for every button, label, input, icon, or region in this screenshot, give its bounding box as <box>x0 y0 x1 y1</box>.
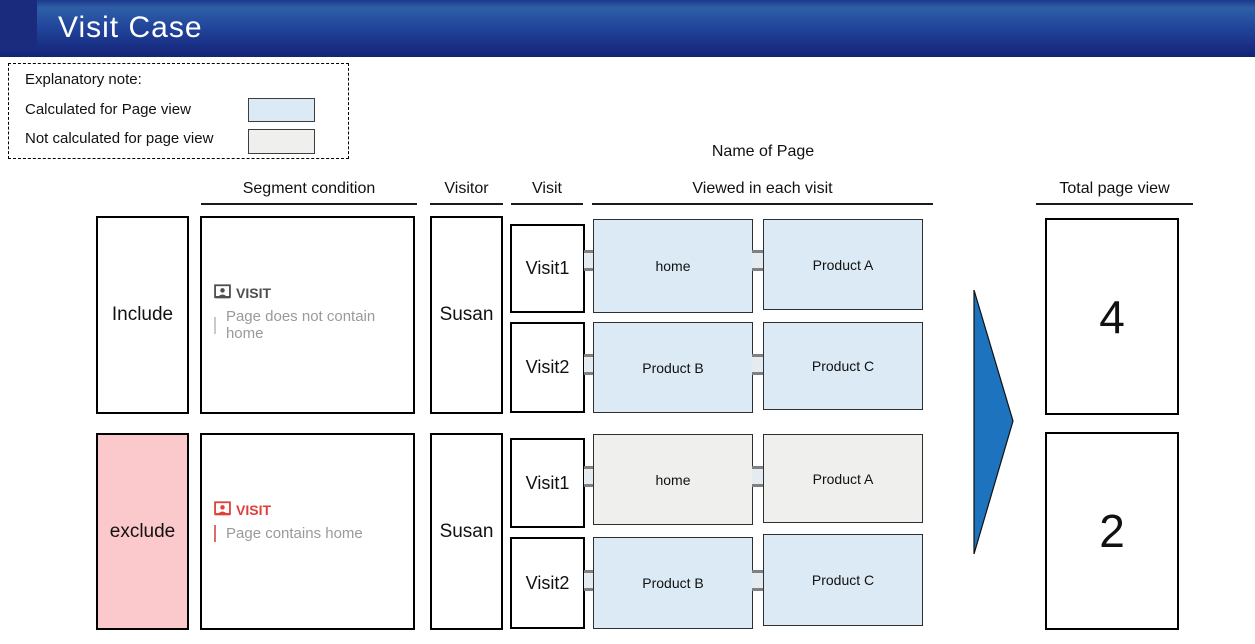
segment-condition-content: VISIT Page contains home <box>214 501 363 542</box>
mode-box-exclude: exclude <box>96 433 189 630</box>
total-page-view-box: 4 <box>1045 218 1179 415</box>
page-box: Product C <box>763 322 923 410</box>
visit-person-in-monitor-icon <box>214 501 231 516</box>
segment-condition-box-include: VISIT Page does not contain home <box>200 216 415 414</box>
visit-box: Visit1 <box>510 224 585 313</box>
segment-condition-content: VISIT Page does not contain home <box>214 284 413 342</box>
segment-scope-label: VISIT <box>236 284 272 301</box>
connector <box>584 354 594 375</box>
segment-condition-text: Page contains home <box>226 525 363 542</box>
connector <box>584 250 594 271</box>
page-box: Product C <box>763 534 923 626</box>
page-title: Visit Case <box>58 11 203 44</box>
condition-indent-bar <box>214 525 216 542</box>
visit-box: Visit2 <box>510 322 585 413</box>
connector <box>752 466 764 487</box>
legend-swatch-calculated <box>248 98 315 122</box>
column-header-name-of-page: Name of Page <box>711 143 815 160</box>
segment-scope-label: VISIT <box>236 501 272 518</box>
title-bar: Visit Case <box>0 0 1255 57</box>
connector <box>584 466 594 487</box>
connector <box>752 570 764 591</box>
legend-item-label-calculated: Calculated for Page view <box>25 101 191 118</box>
visitor-box: Susan <box>430 433 503 630</box>
segment-condition-text: Page does not contain home <box>225 308 376 342</box>
column-header-total-page-view: Total page view <box>1036 180 1193 205</box>
column-header-visit: Visit <box>511 180 583 205</box>
segment-condition-line: Page does not contain home <box>214 308 413 342</box>
visit-box: Visit1 <box>510 438 585 528</box>
visit-person-in-monitor-icon <box>214 284 231 299</box>
legend-swatch-not-calculated <box>248 129 315 154</box>
segment-scope-line: VISIT <box>214 501 363 518</box>
total-page-view-box: 2 <box>1045 432 1179 630</box>
page-box: Product B <box>593 537 753 629</box>
title-accent-square <box>0 0 37 47</box>
segment-condition-box-exclude: VISIT Page contains home <box>200 433 415 630</box>
segment-condition-line: Page contains home <box>214 525 363 542</box>
connector <box>752 354 764 375</box>
column-header-visitor: Visitor <box>430 180 503 205</box>
condition-indent-bar <box>214 316 216 334</box>
legend-title: Explanatory note: <box>25 71 142 88</box>
result-arrow-icon <box>973 289 1014 555</box>
page-box: Product A <box>763 434 923 523</box>
connector <box>584 570 594 591</box>
page-box: home <box>593 434 753 525</box>
mode-box-include: Include <box>96 216 189 414</box>
page-box: home <box>593 219 753 313</box>
visit-box: Visit2 <box>510 537 585 629</box>
visitor-box: Susan <box>430 216 503 414</box>
column-header-segment-condition: Segment condition <box>201 180 417 205</box>
legend-box: Explanatory note: Calculated for Page vi… <box>8 63 349 159</box>
legend-item-label-not-calculated: Not calculated for page view <box>25 130 214 147</box>
segment-scope-line: VISIT <box>214 284 413 301</box>
connector <box>752 250 764 271</box>
page-box: Product B <box>593 322 753 413</box>
page-box: Product A <box>763 219 923 310</box>
column-header-viewed-in-each-visit: Viewed in each visit <box>592 180 933 205</box>
